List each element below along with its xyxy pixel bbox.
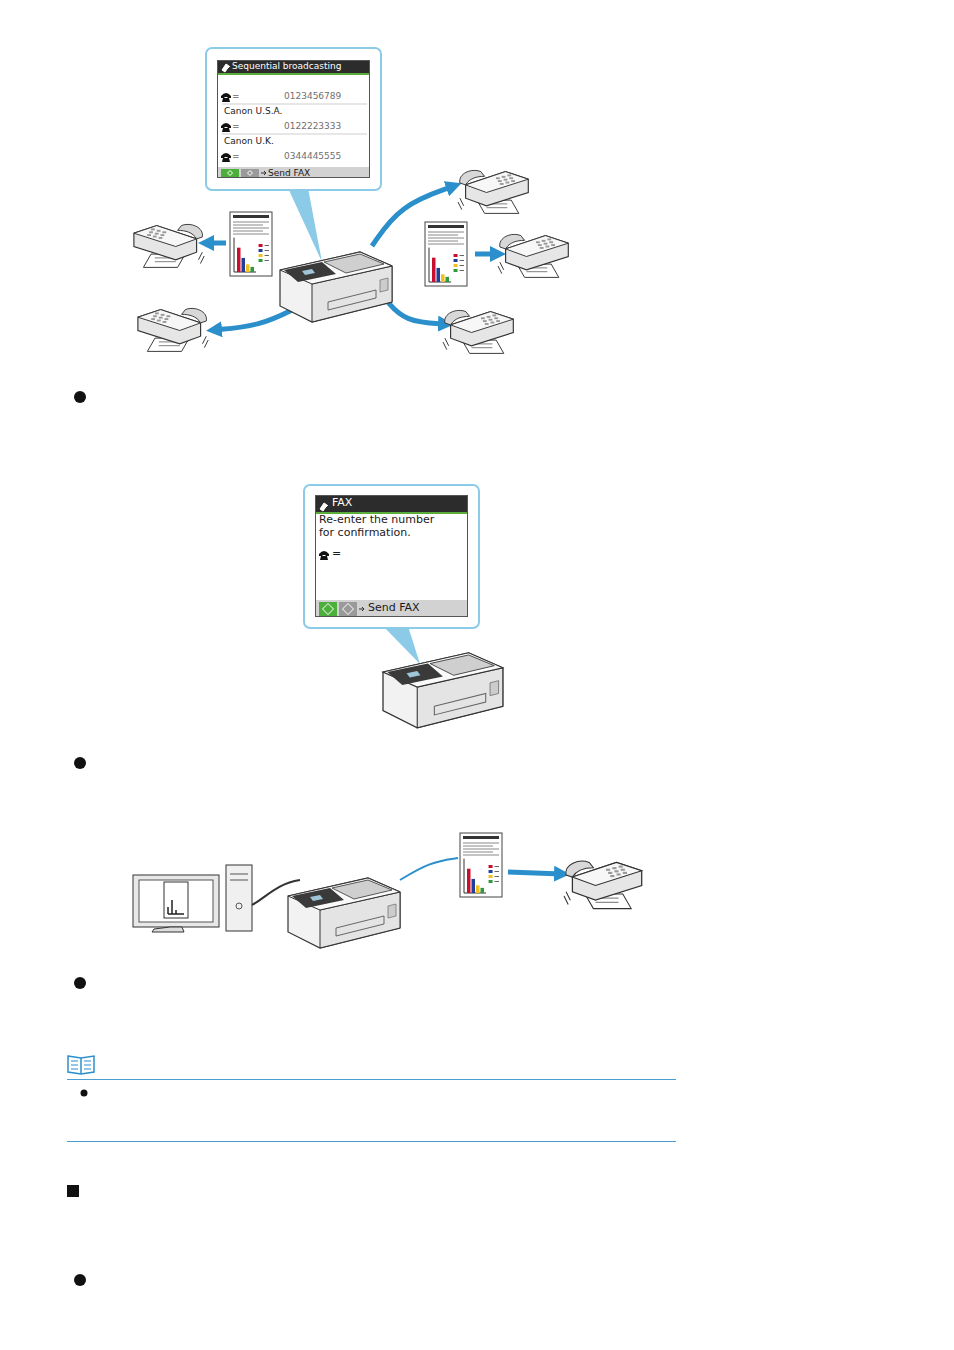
bullet <box>74 757 86 769</box>
send-arrow <box>206 241 226 246</box>
fax-machine <box>134 224 204 267</box>
fax-machine <box>138 308 208 351</box>
fax-machine <box>498 234 568 277</box>
screen-title: Sequential broadcasting <box>232 61 341 71</box>
fax-machine <box>458 170 528 213</box>
fax-machine <box>443 310 513 353</box>
bullet <box>74 977 86 989</box>
note-rule <box>67 1079 676 1080</box>
lcd-screen: FAX Re-enter the number for confirmation.… <box>315 495 468 617</box>
note-rule <box>67 1141 676 1142</box>
printer <box>280 252 392 322</box>
bullet <box>74 391 86 403</box>
computer <box>133 865 300 932</box>
screen-text: Canon U.S.A. <box>224 106 282 116</box>
screen-text: = <box>332 548 341 561</box>
screen-text: = <box>232 91 240 101</box>
callout-bubble <box>304 485 479 664</box>
screen-text: Canon U.K. <box>224 136 274 146</box>
fax-number: 0344445555 <box>284 151 341 161</box>
screen-text: = <box>232 151 240 161</box>
send-arrow <box>214 308 296 330</box>
send-line <box>400 858 458 880</box>
screen-text: Send FAX <box>268 168 310 178</box>
send-arrow <box>386 300 446 324</box>
document <box>425 222 467 286</box>
printer <box>288 878 400 948</box>
send-arrow <box>475 252 498 257</box>
bullet <box>81 1090 88 1097</box>
fax-number: 0123456789 <box>284 91 341 101</box>
screen-text: = <box>232 121 240 131</box>
screen-text: Send FAX <box>368 602 420 615</box>
printer <box>383 653 503 728</box>
bullet <box>74 1274 86 1286</box>
page-marks <box>67 391 676 1286</box>
screen-title: FAX <box>332 497 352 510</box>
note-icon <box>68 1056 94 1074</box>
document <box>230 212 272 276</box>
section-square <box>67 1185 79 1197</box>
lcd-screen: Sequential broadcasting=0123456789Canon … <box>217 60 370 178</box>
send-arrow <box>508 872 562 874</box>
fax-machine <box>564 861 642 909</box>
document <box>460 833 502 897</box>
fax-number: 0122223333 <box>284 121 341 131</box>
screen-text: Re-enter the number for confirmation. <box>319 514 439 539</box>
